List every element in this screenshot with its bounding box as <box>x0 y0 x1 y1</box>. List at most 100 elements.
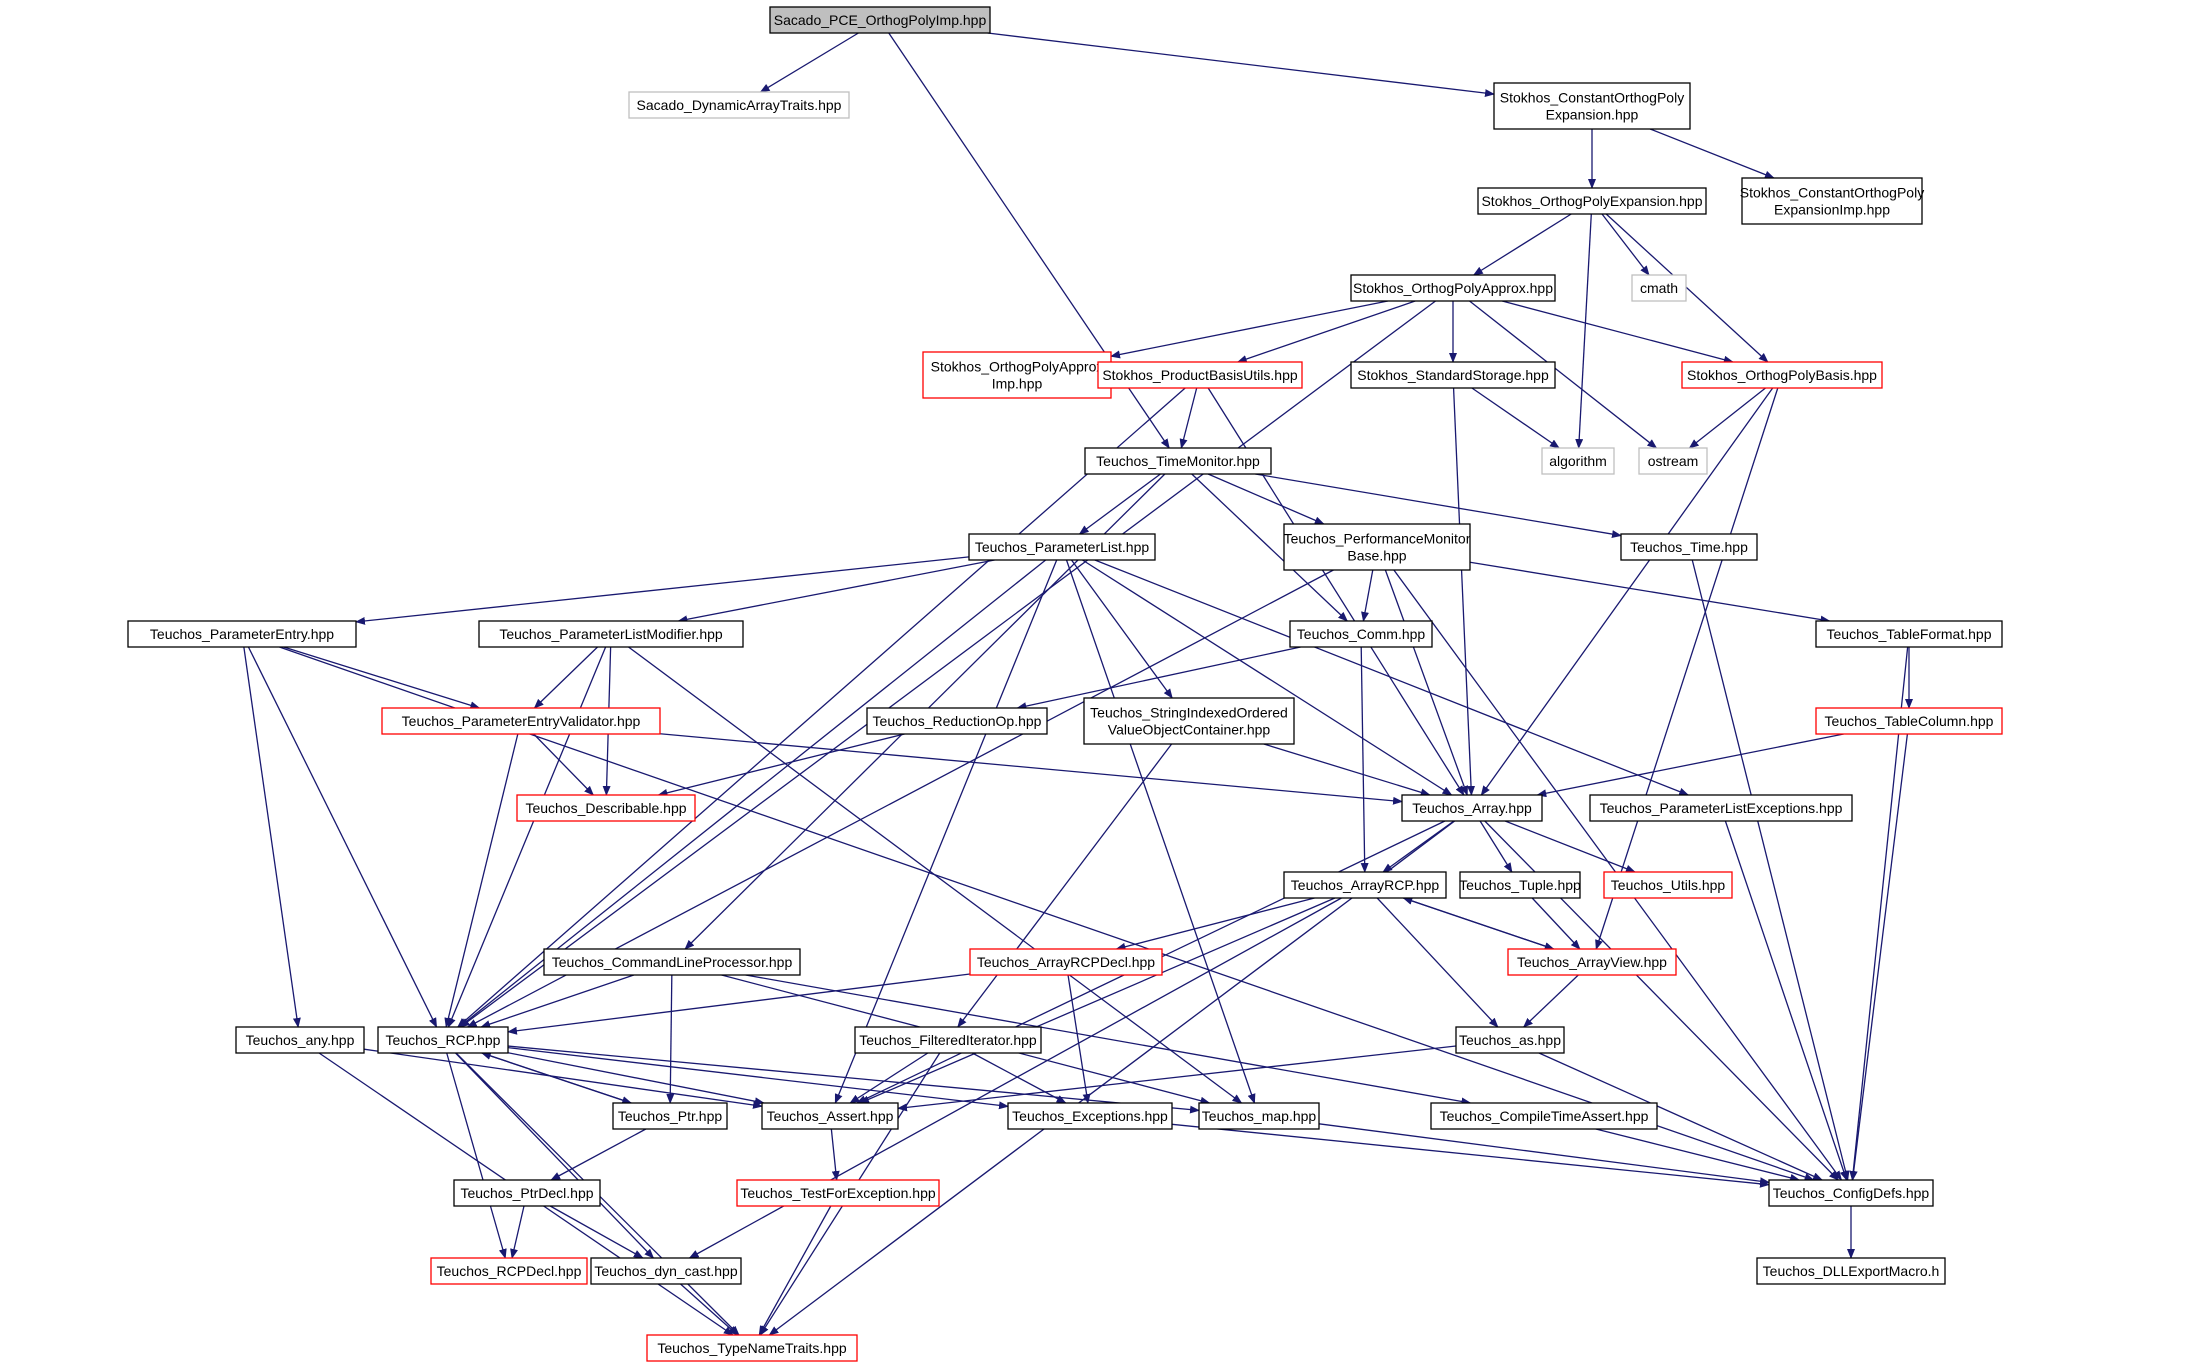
node-box[interactable] <box>969 948 1163 976</box>
node-root[interactable]: Sacado_PCE_OrthogPolyImp.hpp <box>769 6 991 34</box>
node-box[interactable] <box>854 1026 1042 1054</box>
node-ss[interactable]: Stokhos_StandardStorage.hpp <box>1350 361 1556 389</box>
node-exc[interactable]: Teuchos_Exceptions.hpp <box>1007 1102 1173 1130</box>
node-box[interactable] <box>1589 794 1853 822</box>
node-box[interactable] <box>1768 1179 1934 1207</box>
node-tf[interactable]: Teuchos_TableFormat.hpp <box>1815 620 2003 648</box>
node-box[interactable] <box>968 533 1156 561</box>
node-dyn[interactable]: Teuchos_dyn_cast.hpp <box>590 1257 742 1285</box>
node-box[interactable] <box>1477 187 1707 215</box>
node-box[interactable] <box>1289 620 1433 648</box>
node-av[interactable]: Teuchos_ArrayView.hpp <box>1507 948 1677 976</box>
node-box[interactable] <box>646 1334 858 1362</box>
node-alg[interactable]: algorithm <box>1541 447 1615 475</box>
node-arr[interactable]: Teuchos_Array.hpp <box>1401 794 1543 822</box>
node-tup[interactable]: Teuchos_Tuple.hpp <box>1459 871 1581 899</box>
node-ptrd[interactable]: Teuchos_PtrDecl.hpp <box>453 1179 601 1207</box>
node-ple[interactable]: Teuchos_ParameterListExceptions.hpp <box>1589 794 1853 822</box>
node-box[interactable] <box>1283 871 1447 899</box>
node-rcpd[interactable]: Teuchos_RCPDecl.hpp <box>430 1257 588 1285</box>
node-rcp[interactable]: Teuchos_RCP.hpp <box>377 1026 509 1054</box>
node-tfe[interactable]: Teuchos_TestForException.hpp <box>736 1179 940 1207</box>
node-box[interactable] <box>1083 697 1295 745</box>
node-desc[interactable]: Teuchos_Describable.hpp <box>516 794 696 822</box>
node-as[interactable]: Teuchos_as.hpp <box>1455 1026 1565 1054</box>
node-box[interactable] <box>736 1179 940 1207</box>
node-map[interactable]: Teuchos_map.hpp <box>1198 1102 1320 1130</box>
node-opa[interactable]: Stokhos_OrthogPolyApprox.hpp <box>1350 274 1556 302</box>
node-box[interactable] <box>769 6 991 34</box>
node-time[interactable]: Teuchos_Time.hpp <box>1620 533 1758 561</box>
node-pl[interactable]: Teuchos_ParameterList.hpp <box>968 533 1156 561</box>
node-box[interactable] <box>127 620 357 648</box>
node-box[interactable] <box>543 948 801 976</box>
node-box[interactable] <box>1638 447 1708 475</box>
node-box[interactable] <box>1603 871 1733 899</box>
node-box[interactable] <box>1541 447 1615 475</box>
node-box[interactable] <box>1815 707 2003 735</box>
node-dat[interactable]: Sacado_DynamicArrayTraits.hpp <box>628 91 850 119</box>
node-box[interactable] <box>1493 82 1691 130</box>
node-box[interactable] <box>516 794 696 822</box>
node-cta[interactable]: Teuchos_CompileTimeAssert.hpp <box>1430 1102 1658 1130</box>
node-box[interactable] <box>1815 620 2003 648</box>
node-box[interactable] <box>381 707 661 735</box>
node-box[interactable] <box>1283 523 1471 571</box>
node-util[interactable]: Teuchos_Utils.hpp <box>1603 871 1733 899</box>
node-box[interactable] <box>1455 1026 1565 1054</box>
node-box[interactable] <box>1007 1102 1173 1130</box>
node-box[interactable] <box>612 1102 728 1130</box>
node-pev[interactable]: Teuchos_ParameterEntryValidator.hpp <box>381 707 661 735</box>
node-box[interactable] <box>1459 871 1581 899</box>
node-box[interactable] <box>235 1026 365 1054</box>
node-tnt[interactable]: Teuchos_TypeNameTraits.hpp <box>646 1334 858 1362</box>
node-dll[interactable]: Teuchos_DLLExportMacro.h <box>1756 1257 1946 1285</box>
node-plm[interactable]: Teuchos_ParameterListModifier.hpp <box>478 620 744 648</box>
node-asrt[interactable]: Teuchos_Assert.hpp <box>761 1102 899 1130</box>
node-arcp[interactable]: Teuchos_ArrayRCP.hpp <box>1283 871 1447 899</box>
node-box[interactable] <box>1631 274 1687 302</box>
node-tc[interactable]: Teuchos_TableColumn.hpp <box>1815 707 2003 735</box>
node-box[interactable] <box>1430 1102 1658 1130</box>
node-box[interactable] <box>478 620 744 648</box>
node-arcpd[interactable]: Teuchos_ArrayRCPDecl.hpp <box>969 948 1163 976</box>
node-box[interactable] <box>1756 1257 1946 1285</box>
node-box[interactable] <box>590 1257 742 1285</box>
node-box[interactable] <box>1681 361 1883 389</box>
node-opex[interactable]: Stokhos_OrthogPolyExpansion.hpp <box>1477 187 1707 215</box>
node-comm[interactable]: Teuchos_Comm.hpp <box>1289 620 1433 648</box>
node-cmath[interactable]: cmath <box>1631 274 1687 302</box>
node-box[interactable] <box>1097 361 1303 389</box>
node-box[interactable] <box>1401 794 1543 822</box>
node-box[interactable] <box>761 1102 899 1130</box>
node-ptr[interactable]: Teuchos_Ptr.hpp <box>612 1102 728 1130</box>
node-tm[interactable]: Teuchos_TimeMonitor.hpp <box>1084 447 1272 475</box>
node-opb[interactable]: Stokhos_OrthogPolyBasis.hpp <box>1681 361 1883 389</box>
node-box[interactable] <box>1507 948 1677 976</box>
node-box[interactable] <box>430 1257 588 1285</box>
node-cfg[interactable]: Teuchos_ConfigDefs.hpp <box>1768 1179 1934 1207</box>
node-box[interactable] <box>1620 533 1758 561</box>
node-box[interactable] <box>922 351 1112 399</box>
node-pe[interactable]: Teuchos_ParameterEntry.hpp <box>127 620 357 648</box>
node-box[interactable] <box>1198 1102 1320 1130</box>
node-ost[interactable]: ostream <box>1638 447 1708 475</box>
node-box[interactable] <box>1350 361 1556 389</box>
node-box[interactable] <box>377 1026 509 1054</box>
node-box[interactable] <box>866 707 1048 735</box>
node-pbu[interactable]: Stokhos_ProductBasisUtils.hpp <box>1097 361 1303 389</box>
node-fi[interactable]: Teuchos_FilteredIterator.hpp <box>854 1026 1042 1054</box>
node-box[interactable] <box>1741 177 1923 225</box>
node-any[interactable]: Teuchos_any.hpp <box>235 1026 365 1054</box>
node-box[interactable] <box>628 91 850 119</box>
node-box[interactable] <box>1084 447 1272 475</box>
node-rop[interactable]: Teuchos_ReductionOp.hpp <box>866 707 1048 735</box>
node-box[interactable] <box>453 1179 601 1207</box>
node-clp[interactable]: Teuchos_CommandLineProcessor.hpp <box>543 948 801 976</box>
node-box[interactable] <box>1350 274 1556 302</box>
